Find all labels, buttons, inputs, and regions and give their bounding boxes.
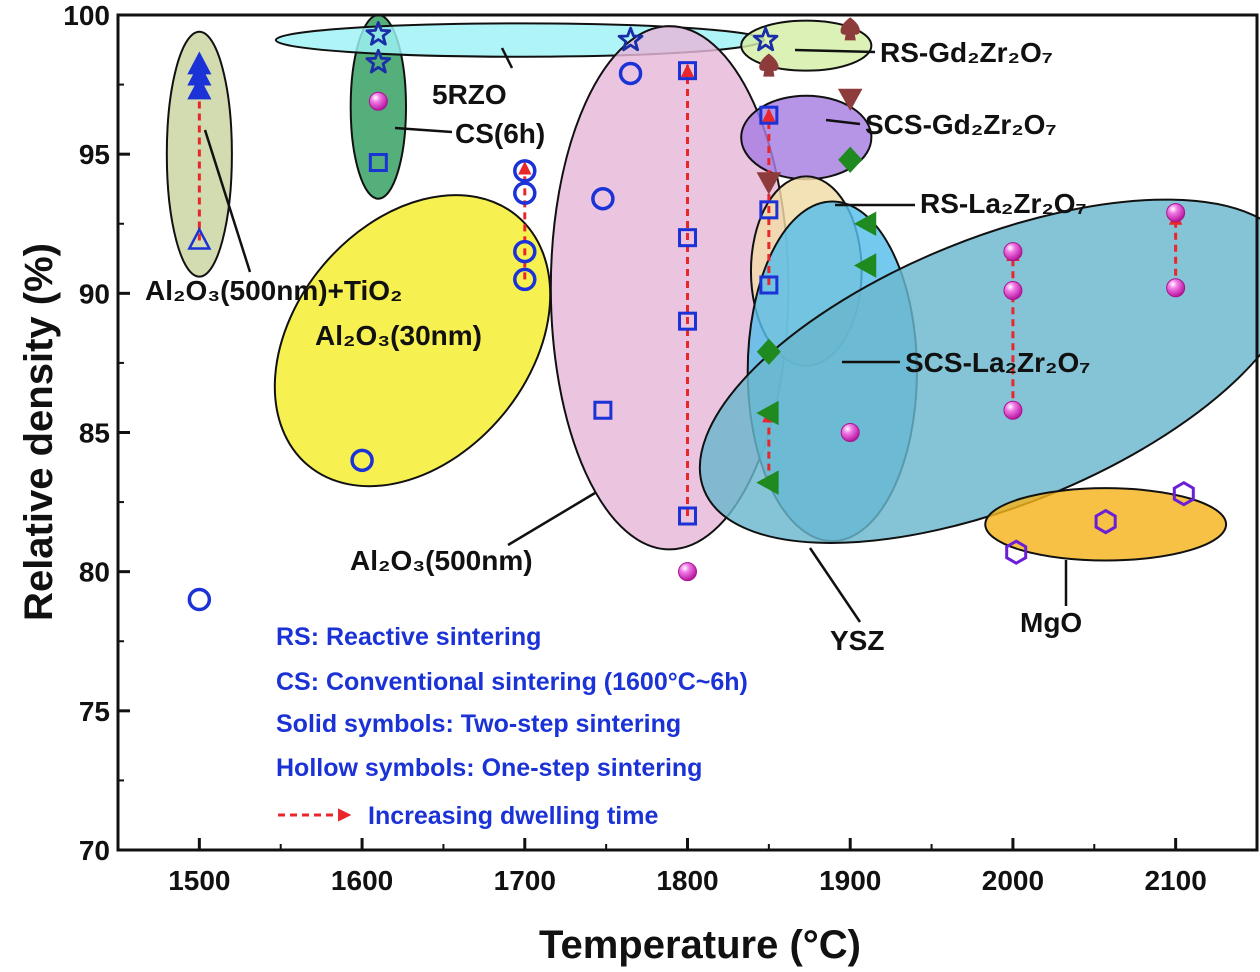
x-tick-label-1800: 1800 [656,865,718,896]
x-tick-label-1900: 1900 [819,865,881,896]
annotation-al-o-500nm: Al₂O₃(500nm) [350,545,533,576]
annotation-ysz: YSZ [830,625,884,656]
marker-al2o3-30nm-1 [187,587,212,612]
marker-al2o3-500nm-7 [759,105,779,125]
annotation-al-o-500nm-tio: Al₂O₃(500nm)+TiO₂ [145,275,402,306]
leader-scs-gd-zr-o [825,118,861,126]
leader-al-o-500nm-tio [203,129,252,273]
marker-mgo-1 [1005,539,1028,565]
legend-line-1: RS: Reactive sintering [276,623,541,651]
marker-5rzo-3 [617,26,644,52]
marker-ysz-4 [1003,281,1023,301]
marker-cs-6h-1 [368,91,388,111]
marker-al2o3-500nm-8 [759,200,779,220]
x-tick-label-1700: 1700 [494,865,556,896]
marker-al2o3-30nm-5 [513,239,537,264]
annotation-leaders [203,47,1068,623]
y-tick-label-90: 90 [79,278,110,309]
ellipse-al2o3-30nm [273,194,552,488]
marker-5rzo-4 [752,26,779,52]
annotation-al-o-30nm: Al₂O₃(30nm) [315,320,482,351]
annotation-scs-la-zr-o: SCS-La₂Zr₂O₇ [905,347,1090,378]
marker-al2o3-500nm-tio2-two-step-3 [187,76,212,100]
marker-al2o3-500nm-3 [678,61,697,81]
y-tick-label-95: 95 [79,139,110,170]
marker-mgo-3 [1172,480,1195,507]
marker-scs-gd2zr2o7-1 [756,172,782,195]
annotation-scs-gd-zr-o: SCS-Gd₂Zr₂O₇ [865,109,1057,140]
annotation-5rzo: 5RZO [432,79,507,110]
y-tick-label-80: 80 [79,557,110,588]
marker-ysz-5 [1003,400,1023,420]
marker-ysz-3 [1003,242,1023,262]
marker-ysz-6 [1166,203,1186,223]
legend-line-4: Hollow symbols: One-step sintering [276,754,702,782]
y-tick-label-85: 85 [79,418,110,449]
marker-al2o3-30nm-4 [513,181,537,205]
legend-line-3: Solid symbols: Two-step sintering [276,710,681,738]
marker-mgo-2 [1094,508,1117,535]
marker-scs-la2zr2o7-2 [756,470,779,495]
leader-cs-6h [394,126,453,134]
marker-al2o3-30nm-3 [513,159,537,183]
marker-al2o3-500nm-9 [759,275,779,295]
marker-scs-la2zr2o7-3 [853,211,877,237]
y-axis-title: Relative density (%) [17,243,61,621]
marker-5rzo-2 [365,48,392,74]
marker-scs-gd2zr2o7-2 [837,88,863,112]
axes: 1500 1600 1700 1800 1900 2000 2100 70 75 80 85 90 95… [63,0,1207,896]
group-annotations: Al₂O₃(500nm)+TiO₂ Al₂O₃(30nm) 5RZO CS(6h) RS… [145,37,1090,656]
marker-scs-la2zr2o7-1 [756,400,779,426]
marker-ysz-1 [678,562,697,582]
x-tick-label-1500: 1500 [168,865,230,896]
annotation-rs-la-zr-o: RS-La₂Zr₂O₇ [920,188,1087,219]
leader-ysz [808,547,862,623]
marker-ysz-7 [1166,278,1186,298]
marker-al2o3-30nm-6 [513,267,537,292]
leader-al-o-500nm [507,491,596,547]
marker-rs-gd2zr2o7-2 [840,17,860,41]
x-tick-label-2000: 2000 [982,865,1044,896]
marker-ysz-2 [840,423,860,442]
leader-rs-gd-zr-o [794,48,876,54]
annotation-cs-6h: CS(6h) [455,118,545,149]
ellipse-mgo [984,487,1228,562]
marker-rs-la2zr2o7-2 [838,146,863,173]
marker-al2o3-500nm-1 [368,153,388,173]
marker-al2o3-500nm-5 [678,311,697,331]
marker-al2o3-500nm-2 [593,400,613,420]
x-tick-label-2100: 2100 [1144,865,1206,896]
legend-line-2: CS: Conventional sintering (1600°C~6h) [276,668,748,696]
marker-al2o3-30nm-2 [350,448,374,473]
data-markers [187,17,1195,612]
marker-5rzo-1 [365,21,392,46]
marker-rs-gd2zr2o7-1 [759,53,779,77]
annotation-rs-gd-zr-o: RS-Gd₂Zr₂O₇ [880,37,1053,68]
x-tick-label-1600: 1600 [331,865,393,896]
marker-al2o3-500nm-4 [678,228,697,248]
leader-5rzo [500,47,514,69]
y-tick-label-70: 70 [79,835,110,866]
annotation-mgo: MgO [1020,607,1082,638]
x-axis-title: Temperature (°C) [539,923,861,967]
y-tick-label-100: 100 [63,0,110,31]
marker-al2o3-30nm-8 [618,61,643,86]
marker-al2o3-500nm-6 [678,506,697,526]
marker-scs-la2zr2o7-4 [853,253,877,278]
legend-line-5: Increasing dwelling time [368,802,658,830]
marker-rs-la2zr2o7-1 [756,338,781,365]
y-tick-label-75: 75 [79,696,110,727]
marker-al2o3-500nm-tio2-one-step-1 [187,226,212,250]
marker-al2o3-30nm-7 [591,186,615,211]
